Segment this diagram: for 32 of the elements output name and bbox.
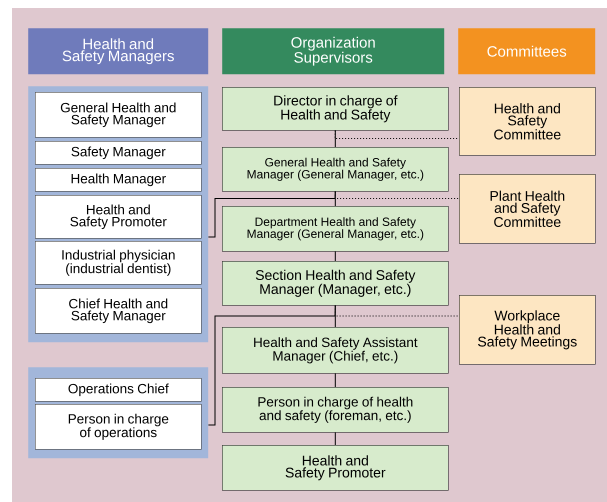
role-box: Person in charge of operations	[35, 404, 202, 450]
column-header: Health and Safety Managers	[28, 28, 208, 74]
role-box: Health and Safety Promoter	[35, 194, 202, 239]
role-box: General Health and Safety Manager (General Manager, etc.)	[222, 147, 449, 192]
role-box: Person in charge of health and safety (foreman, etc.)	[222, 387, 449, 433]
connector-line	[208, 305, 336, 426]
committee-box: Health and Safety Committee	[459, 87, 596, 156]
column-header: Committees	[458, 28, 596, 74]
role-box: Health and Safety Assistant Manager (Chief, etc.)	[222, 327, 449, 374]
role-box: Chief Health and Safety Manager	[35, 288, 202, 334]
dotted-line	[334, 306, 459, 317]
role-box: General Health and Safety Manager	[35, 92, 202, 138]
role-box: Director in charge of Health and Safety	[222, 87, 449, 131]
connector-line	[334, 251, 336, 262]
connector-line	[334, 305, 336, 328]
role-box: Health and Safety Promoter	[222, 445, 449, 491]
column-header: Organization Supervisors	[222, 28, 444, 74]
connector-line	[334, 191, 336, 206]
role-box: Department Health and Safety Manager (General Manager, etc.)	[222, 206, 449, 252]
role-box: Safety Manager	[35, 141, 202, 165]
committee-box: Workplace Health and Safety Meetings	[459, 295, 596, 365]
connector-line	[334, 130, 336, 148]
dotted-line	[334, 130, 459, 140]
connector-line	[334, 432, 336, 446]
connector-line	[208, 191, 336, 238]
role-box: Health Manager	[35, 168, 202, 192]
committee-box: Plant Health and Safety Committee	[459, 174, 596, 244]
role-box: Industrial physician (industrial dentist)	[35, 241, 202, 285]
dotted-line	[334, 192, 459, 200]
connector-line	[334, 373, 336, 388]
role-box: Operations Chief	[35, 378, 202, 402]
role-box: Section Health and Safety Manager (Manager, etc.)	[222, 261, 449, 306]
